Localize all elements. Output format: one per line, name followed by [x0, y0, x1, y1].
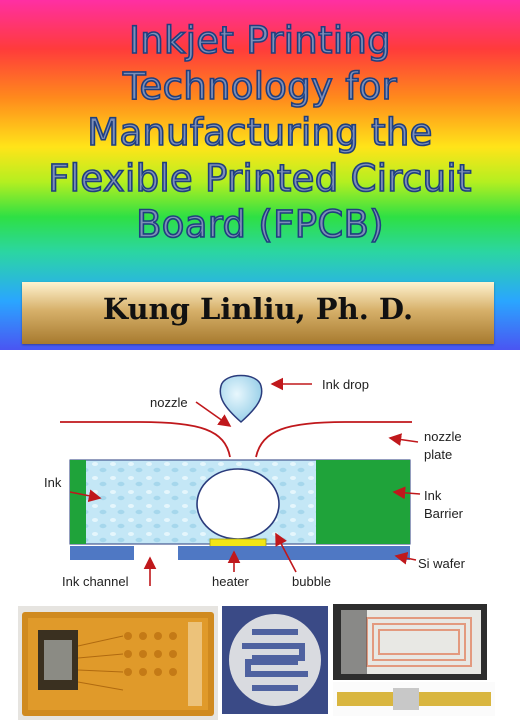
printed-strip-photo	[333, 682, 495, 716]
flexible-circuit-photo	[18, 606, 218, 720]
bubble-arrow	[275, 532, 297, 573]
inkjet-diagram: Ink drop nozzle nozzle plate Ink Ink Bar…	[44, 374, 466, 589]
si-wafer-arrow	[394, 551, 417, 565]
ink-arrow	[69, 489, 102, 503]
nozzle-plate-label-1: nozzle	[424, 429, 462, 444]
author-banner: Kung Linliu, Ph. D.	[22, 282, 494, 344]
ink-label: Ink	[44, 475, 62, 490]
rfid-tag-photo	[333, 604, 487, 680]
title-line-2: Technology for	[122, 64, 398, 109]
title-line-4: Flexible Printed Circuit	[47, 156, 472, 201]
heater	[209, 538, 267, 548]
title-line-1: Inkjet Printing	[128, 18, 391, 63]
ink-barrier-label-2: Barrier	[424, 506, 464, 521]
ink-channel-label: Ink channel	[62, 574, 129, 589]
printed-antenna-photo	[222, 606, 328, 714]
si-wafer-left	[70, 546, 134, 560]
nozzle-plate-arrow	[388, 433, 419, 446]
ink-drop-label: Ink drop	[322, 377, 369, 392]
bubble-label: bubble	[292, 574, 331, 589]
ink-drop	[219, 374, 263, 424]
nozzle-plate-left	[60, 421, 231, 458]
author-name: Kung Linliu, Ph. D.	[102, 292, 414, 326]
si-wafer-right	[178, 546, 410, 560]
vapor-bubble	[196, 468, 280, 540]
nozzle-label: nozzle	[150, 395, 188, 410]
page-title: Inkjet Printing Technology for Manufactu…	[0, 18, 520, 248]
ink-barrier-arrow	[392, 486, 421, 500]
nozzle-plate-right	[255, 421, 412, 458]
heater-label: heater	[212, 574, 250, 589]
ink-barrier-label-1: Ink	[424, 488, 442, 503]
ink-barrier-left	[70, 460, 86, 544]
nozzle-plate-label-2: plate	[424, 447, 452, 462]
si-wafer-label: Si wafer	[418, 556, 466, 571]
nozzle-arrow	[195, 401, 232, 427]
ink-barrier-right	[316, 460, 410, 544]
title-line-3: Manufacturing the	[86, 110, 433, 155]
title-line-5: Board (FPCB)	[135, 202, 384, 247]
